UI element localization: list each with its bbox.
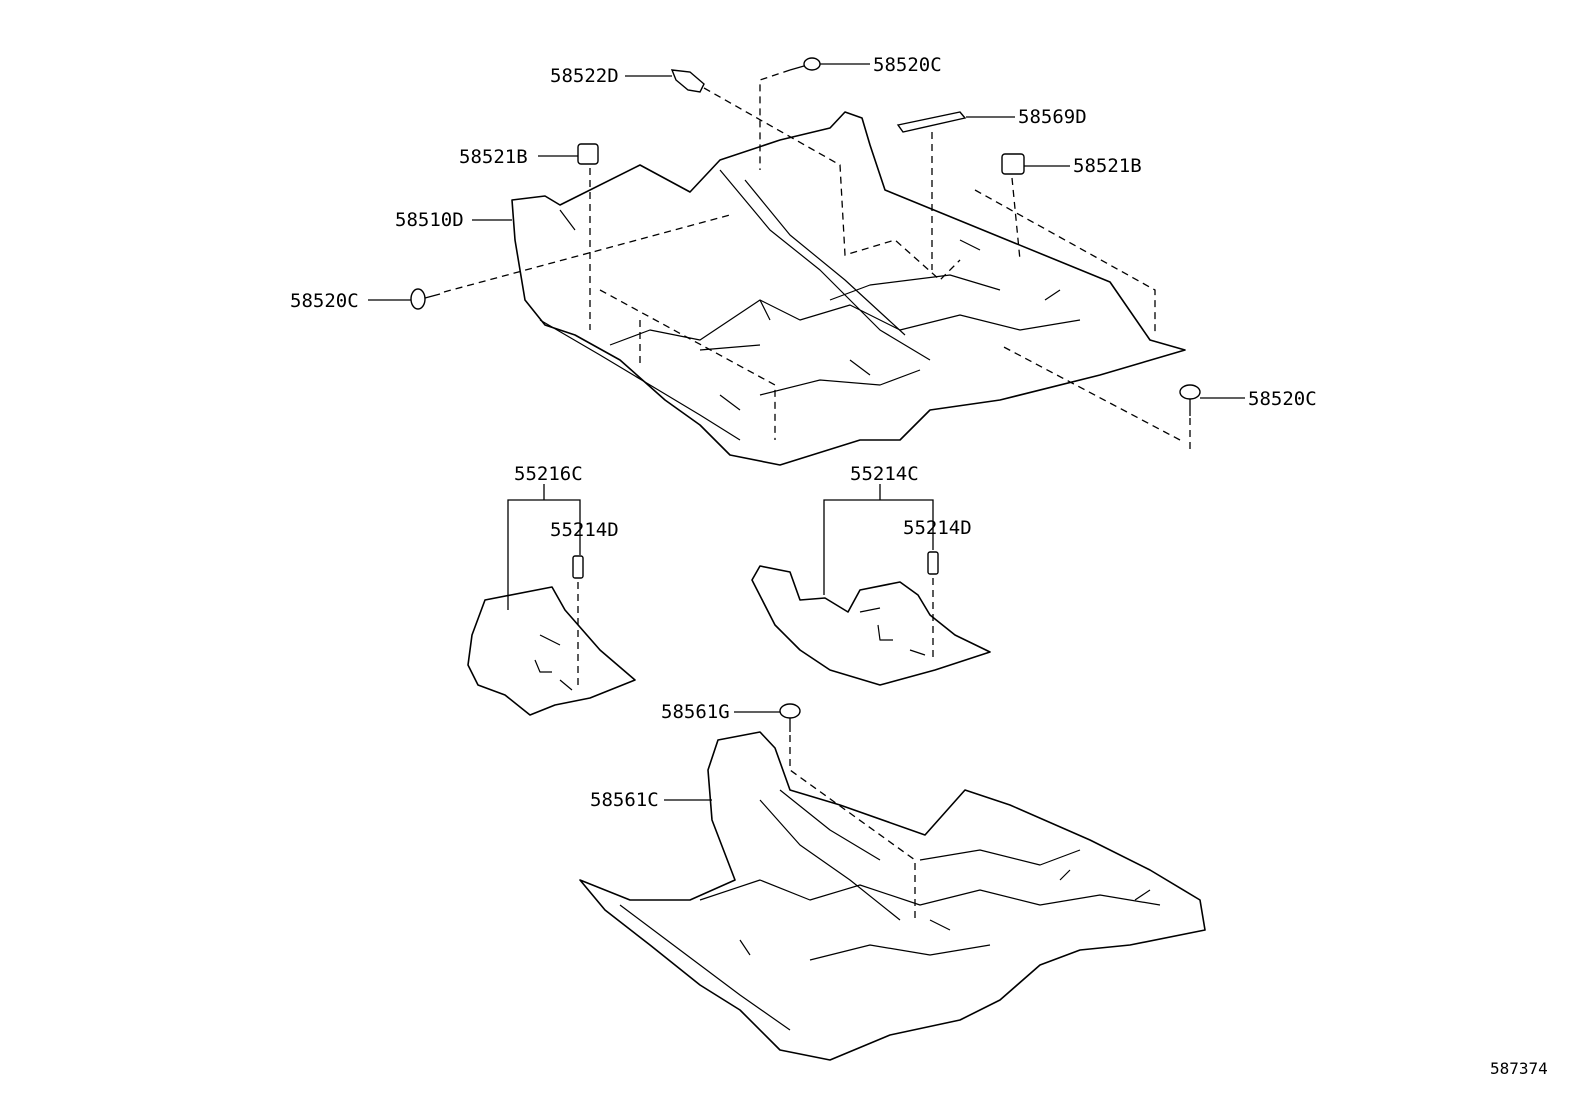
label-55214c: 55214C — [850, 463, 919, 485]
fastener-58521b-left — [577, 143, 599, 165]
label-58522d: 58522D — [550, 65, 619, 87]
leader-lines — [368, 63, 1245, 801]
label-55216c: 55216C — [514, 463, 583, 485]
fastener-58520c-top — [789, 57, 821, 71]
fastener-55214d-left — [572, 555, 584, 579]
label-55214d-left: 55214D — [550, 519, 619, 541]
label-58561g: 58561G — [661, 701, 730, 723]
fastener-58569d — [896, 111, 967, 133]
label-58510d: 58510D — [395, 209, 464, 231]
fastener-58561g — [779, 703, 801, 732]
diagram-reference-number: 587374 — [1490, 1059, 1548, 1078]
label-55214d-right: 55214D — [903, 517, 972, 539]
callout-labels: 58522D 58520C 58569D 58521B 58521B 58510… — [290, 54, 1548, 1078]
installation-lines — [443, 69, 1191, 920]
fastener-55214d-right — [927, 551, 939, 575]
floor-carpet-lower — [579, 731, 1206, 1061]
label-58520c-right: 58520C — [1248, 388, 1317, 410]
floor-carpet-upper — [511, 111, 1186, 466]
label-58561c: 58561C — [590, 789, 659, 811]
fastener-58522d — [670, 69, 705, 93]
foot-rest-right — [751, 565, 991, 686]
label-58520c-left: 58520C — [290, 290, 359, 312]
label-58520c-top: 58520C — [873, 54, 942, 76]
foot-rest-left — [467, 586, 636, 716]
label-58569d: 58569D — [1018, 106, 1087, 128]
fastener-58520c-left — [410, 288, 441, 310]
label-58521b-right: 58521B — [1073, 155, 1142, 177]
fastener-58521b-right — [1001, 153, 1025, 175]
label-58521b-left: 58521B — [459, 146, 528, 168]
fastener-58520c-right — [1179, 384, 1201, 416]
